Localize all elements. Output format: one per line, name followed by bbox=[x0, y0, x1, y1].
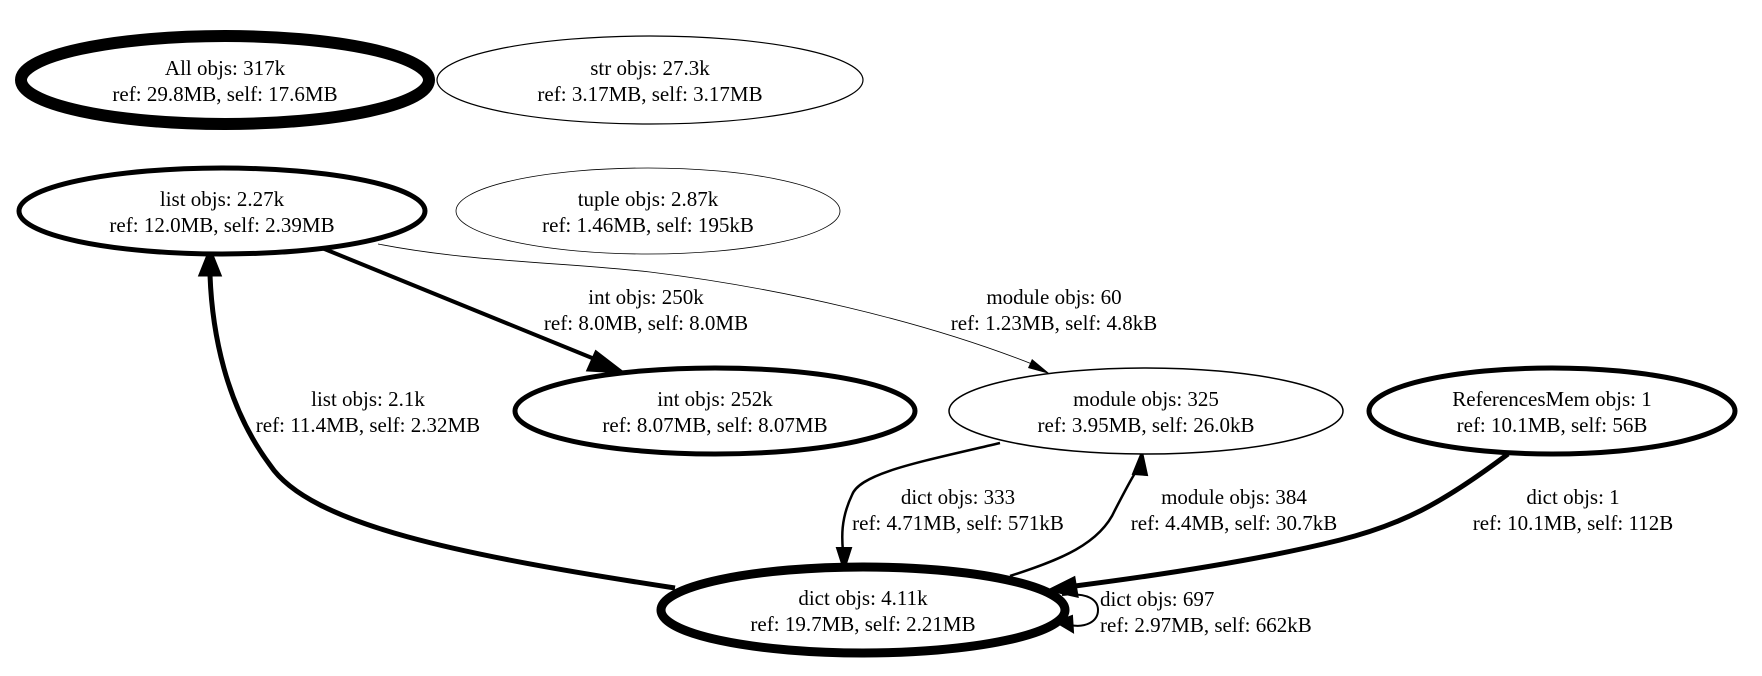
node-referencesmem-objs: ReferencesMem objs: 1 ref: 10.1MB, self:… bbox=[1366, 365, 1738, 457]
node-label-line2: ref: 8.07MB, self: 8.07MB bbox=[602, 413, 827, 437]
node-label-line2: ref: 10.1MB, self: 56B bbox=[1457, 413, 1648, 437]
node-label-line1: int objs: 252k bbox=[657, 387, 773, 411]
edge-dict-self-loop: dict objs: 697 ref: 2.97MB, self: 662kB bbox=[1053, 587, 1312, 637]
edge-dict-to-list: list objs: 2.1k ref: 11.4MB, self: 2.32M… bbox=[197, 245, 676, 591]
node-label-line1: All objs: 317k bbox=[165, 56, 286, 80]
node-label-line2: ref: 19.7MB, self: 2.21MB bbox=[750, 612, 975, 636]
edge-list-to-int: int objs: 250k ref: 8.0MB, self: 8.0MB bbox=[321, 246, 748, 374]
edge-label-line1: list objs: 2.1k bbox=[311, 387, 425, 411]
node-label-line1: ReferencesMem objs: 1 bbox=[1452, 387, 1651, 411]
edge-label-line2: ref: 10.1MB, self: 112B bbox=[1473, 511, 1673, 535]
edge-refmem-to-dict: dict objs: 1 ref: 10.1MB, self: 112B bbox=[1045, 451, 1673, 598]
edge-dict-to-module: module objs: 384 ref: 4.4MB, self: 30.7k… bbox=[1009, 448, 1337, 578]
edge-label-line1: dict objs: 697 bbox=[1100, 587, 1214, 611]
edge-list-to-module: module objs: 60 ref: 1.23MB, self: 4.8kB bbox=[377, 243, 1157, 374]
node-label-line1: module objs: 325 bbox=[1073, 387, 1219, 411]
edge-label-line1: module objs: 384 bbox=[1161, 485, 1307, 509]
node-label-line1: dict objs: 4.11k bbox=[798, 586, 928, 610]
edge-label-line2: ref: 4.4MB, self: 30.7kB bbox=[1131, 511, 1337, 535]
node-int-objs: int objs: 252k ref: 8.07MB, self: 8.07MB bbox=[512, 365, 918, 457]
edge-label-line2: ref: 1.23MB, self: 4.8kB bbox=[951, 311, 1157, 335]
edge-label-line2: ref: 2.97MB, self: 662kB bbox=[1100, 613, 1312, 637]
node-all-objs: All objs: 317k ref: 29.8MB, self: 17.6MB bbox=[15, 30, 435, 130]
node-str-objs: str objs: 27.3k ref: 3.17MB, self: 3.17M… bbox=[436, 35, 864, 125]
node-label-line2: ref: 29.8MB, self: 17.6MB bbox=[112, 82, 337, 106]
node-label-line1: str objs: 27.3k bbox=[590, 56, 710, 80]
node-label-line2: ref: 3.17MB, self: 3.17MB bbox=[537, 82, 762, 106]
node-label-line1: tuple objs: 2.87k bbox=[578, 187, 719, 211]
node-label-line1: list objs: 2.27k bbox=[160, 187, 285, 211]
edge-label-line2: ref: 4.71MB, self: 571kB bbox=[852, 511, 1064, 535]
node-tuple-objs: tuple objs: 2.87k ref: 1.46MB, self: 195… bbox=[455, 167, 841, 255]
edge-label-line1: dict objs: 1 bbox=[1526, 485, 1619, 509]
edge-label-line2: ref: 8.0MB, self: 8.0MB bbox=[544, 311, 748, 335]
node-label-line2: ref: 3.95MB, self: 26.0kB bbox=[1038, 413, 1255, 437]
node-label-line2: ref: 12.0MB, self: 2.39MB bbox=[109, 213, 334, 237]
node-dict-objs: dict objs: 4.11k ref: 19.7MB, self: 2.21… bbox=[656, 562, 1070, 658]
node-module-objs: module objs: 325 ref: 3.95MB, self: 26.0… bbox=[948, 367, 1344, 455]
edge-module-to-dict: dict objs: 333 ref: 4.71MB, self: 571kB bbox=[835, 441, 1064, 574]
node-list-objs: list objs: 2.27k ref: 12.0MB, self: 2.39… bbox=[16, 165, 428, 257]
edge-label-line1: int objs: 250k bbox=[588, 285, 704, 309]
edge-label-line1: module objs: 60 bbox=[986, 285, 1121, 309]
node-label-line2: ref: 1.46MB, self: 195kB bbox=[542, 213, 754, 237]
edge-label-line1: dict objs: 333 bbox=[901, 485, 1015, 509]
edge-label-line2: ref: 11.4MB, self: 2.32MB bbox=[256, 413, 480, 437]
